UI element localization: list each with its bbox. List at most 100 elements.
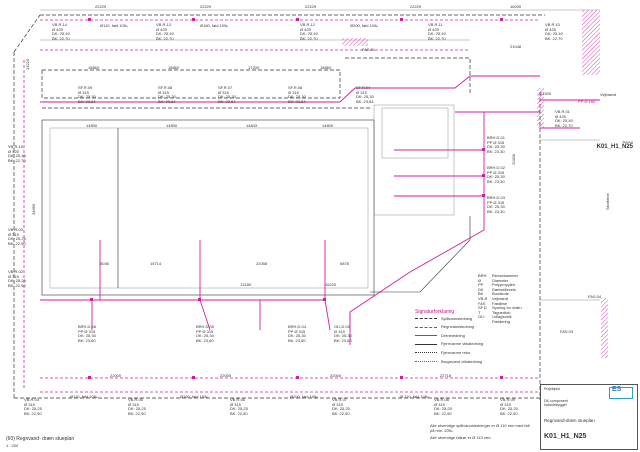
title-block-drawing-no: K01_H1_N25 <box>544 433 587 440</box>
note-2: Alle utvendige fallrør er Ø 110 mm <box>430 435 491 440</box>
hatched-patch-top <box>342 38 368 46</box>
road-line <box>370 216 471 293</box>
sheet-title: (60) Regnvand- dræn stueplan <box>6 436 75 442</box>
hatched-patch-right <box>537 88 544 128</box>
dim-top-5: 16200 <box>510 4 522 9</box>
dim-plan-6: 22058 <box>256 261 268 266</box>
tag-fas-04: FAS.04 <box>588 294 602 299</box>
dim-plan-4: 14800 <box>322 123 334 128</box>
title-block-phase: Projektplot <box>544 387 561 391</box>
tag-vejbrond: Vejbrønd <box>600 92 617 97</box>
dim-bottom-4: 22718 <box>440 373 452 378</box>
dim-second-3: 17200 <box>248 65 260 70</box>
legend-item: Regnvannsledning <box>415 324 483 330</box>
note-1: Alle utvendige spillvannsledninger er Ø … <box>430 423 530 433</box>
title-block: ES Projektplot DK component Industribygg… <box>540 384 638 450</box>
upper-building-outline <box>41 69 341 99</box>
tag-fas-01: FAS.01 <box>362 47 376 52</box>
annex-building <box>373 104 455 216</box>
dim-top-3: 22229 <box>305 4 317 9</box>
dim-plan-3: 14843 <box>246 123 258 128</box>
signature-legend: Signaturforklaring Spillvannsledning Reg… <box>415 310 483 364</box>
hatched-patch-top-right <box>582 10 600 75</box>
well-markers <box>88 18 503 379</box>
pipe-label-bottom-1: Ø110, fald 10‰ <box>70 394 98 399</box>
pipe-label-bottom-3: Ø200, fald 10‰ <box>290 394 319 399</box>
pipe-label-top-1: Ø110, fald 10‰ <box>100 23 128 28</box>
dim-plan-8: 5036 <box>100 261 109 266</box>
dim-plan-9: 13180 <box>240 282 252 287</box>
legend-item: Dreneledning <box>415 333 483 339</box>
dim-left-1: 13220 <box>25 58 30 70</box>
dim-top-1: 22229 <box>95 4 107 9</box>
pipe-label-bottom-2: Ø160, fald 10‰ <box>180 394 209 399</box>
dim-bottom-3: 22000 <box>330 373 342 378</box>
dim-right-2: 21520 <box>540 91 552 96</box>
dim-plan-5: 15714 <box>150 261 162 266</box>
dim-second-1: 16860 <box>88 65 100 70</box>
dim-left-2: 34660 <box>31 203 36 215</box>
dim-right-3: 20400 <box>511 153 516 165</box>
dim-plan-10: 15220 <box>325 282 337 287</box>
dim-right-1: 21048 <box>510 44 522 49</box>
drain-line-upper <box>40 75 540 103</box>
drawing-tag-right: Tegning K01_H1_N25 <box>596 140 633 150</box>
dim-plan-1: 14800 <box>86 123 98 128</box>
tag-fas-03: FAS.03 <box>560 329 574 334</box>
legend-title: Signaturforklaring <box>415 309 455 315</box>
company-logo: ES <box>609 386 633 399</box>
tag-pp160: PP Ø 160 <box>578 99 596 104</box>
legend-item: Fjernvarme retur <box>415 350 483 356</box>
dim-top-4: 22229 <box>410 4 422 9</box>
title-block-project: DK component Industribygget <box>544 399 568 408</box>
dim-bottom-2: 22000 <box>220 373 232 378</box>
sheet-scale: 1 : 200 <box>6 443 19 448</box>
pipe-label-top-2: Ø160, fald 10‰ <box>200 23 229 28</box>
title-block-drawing-name: Regnvand-dræn stueplan <box>544 418 595 423</box>
pipe-label-top-3: Ø200, fald 10‰ <box>350 23 379 28</box>
dim-second-2: 16860 <box>168 65 180 70</box>
dim-plan-2: 14800 <box>166 123 178 128</box>
hatched-patch-lower-right <box>601 298 608 358</box>
dim-bottom-1: 22000 <box>110 373 122 378</box>
dim-plan-7: 6878 <box>340 261 349 266</box>
